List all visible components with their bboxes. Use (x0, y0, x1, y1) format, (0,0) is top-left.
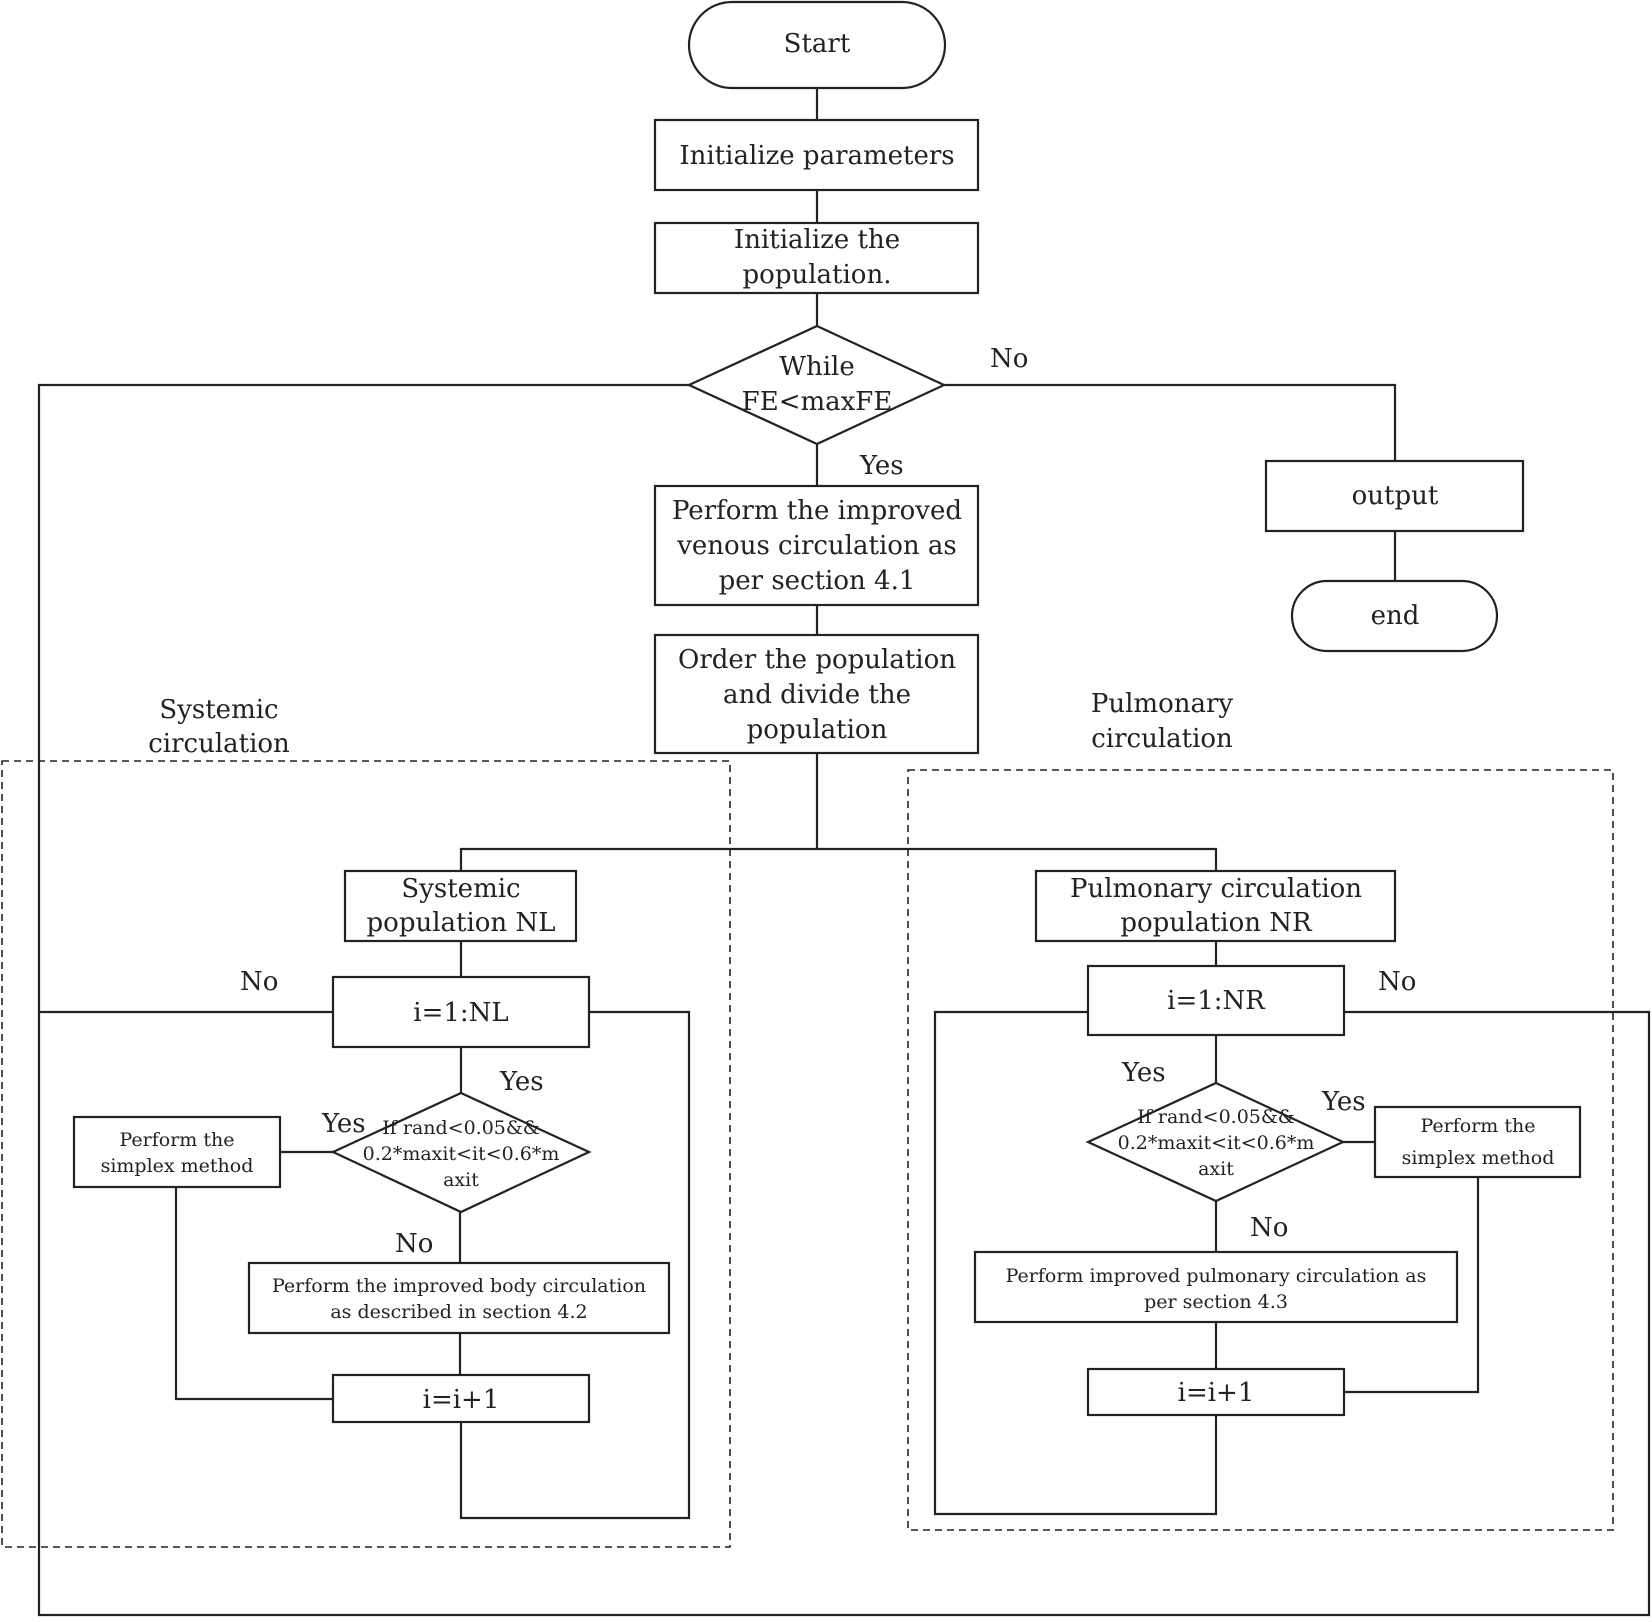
node-venous-line-2: venous circulation as (676, 531, 957, 561)
node-order-line-2: and divide the (723, 680, 911, 710)
label-sys-loop-yes: Yes (499, 1067, 544, 1097)
label-sys-cond-yes: Yes (321, 1109, 366, 1139)
node-end (1290, 579, 1499, 653)
group-systemic-line-1: Systemic (159, 695, 278, 725)
node-pul-pop-line-2: population NR (1120, 908, 1313, 938)
node-sys-simplex-line-2: simplex method (101, 1155, 254, 1177)
label-sys-cond-no: No (395, 1229, 433, 1259)
node-pul-loop (1086, 964, 1346, 1037)
label-pul-loop-no: No (1378, 967, 1416, 997)
node-start-label: Start (784, 29, 851, 59)
label-pul-cond-no: No (1250, 1213, 1288, 1243)
node-end-label: end (1371, 601, 1420, 631)
node-labels: Start Initialize parameters Initialize t… (101, 29, 1555, 1415)
node-sys-incr (331, 1373, 591, 1424)
node-pul-simplex-line-2: simplex method (1402, 1147, 1555, 1169)
node-venous-line-1: Perform the improved (672, 496, 962, 526)
label-sys-loop-no: No (240, 967, 278, 997)
group-systemic-circulation (1, 760, 731, 1548)
node-pul-cond-line-3: axit (1198, 1158, 1234, 1180)
node-pul-incr-label: i=i+1 (1178, 1378, 1255, 1408)
node-sys-body-line-1: Perform the improved body circulation (272, 1275, 646, 1297)
group-pulmonary-line-1: Pulmonary (1091, 689, 1234, 719)
node-sys-loop-label: i=1:NL (413, 998, 508, 1028)
node-init-params-label: Initialize parameters (679, 141, 954, 171)
group-labels: Systemic circulation Pulmonary circulati… (148, 689, 1233, 759)
edge-syssimplex-incr (174, 1187, 333, 1401)
edge-split-branches (459, 847, 1218, 871)
node-venous-line-3: per section 4.1 (719, 566, 916, 596)
node-order (653, 633, 980, 755)
node-sys-pop-line-1: Systemic (401, 874, 520, 904)
node-init-pop-line-2: population. (743, 260, 892, 290)
edge-while-no-output (944, 383, 1397, 461)
node-start (687, 0, 947, 90)
edge-loopback-outer (37, 383, 1651, 1617)
node-init-pop-line-1: Initialize the (734, 225, 900, 255)
node-pul-body (973, 1250, 1459, 1324)
node-sys-incr-label: i=i+1 (423, 1385, 500, 1415)
group-systemic-line-2: circulation (148, 729, 290, 759)
label-while-no: No (990, 344, 1028, 374)
edge-labels: No Yes No Yes Yes No No Yes Yes No (240, 344, 1416, 1259)
node-pul-body-line-2: per section 4.3 (1144, 1291, 1288, 1313)
node-sys-simplex-line-1: Perform the (120, 1129, 235, 1151)
node-pul-cond (1085, 1081, 1346, 1203)
label-while-yes: Yes (859, 451, 904, 481)
node-order-line-1: Order the population (678, 645, 956, 675)
node-venous (653, 484, 980, 607)
label-pul-loop-yes: Yes (1121, 1058, 1166, 1088)
node-while-cond (686, 324, 947, 446)
node-while-line-2: FE<maxFE (742, 387, 893, 417)
node-pul-cond-line-2: 0.2*maxit<it<0.6*m (1118, 1132, 1315, 1154)
node-sys-cond-line-2: 0.2*maxit<it<0.6*m (363, 1143, 560, 1165)
node-pul-simplex-line-1: Perform the (1421, 1115, 1536, 1137)
node-sys-cond-line-1: If rand<0.05&& (382, 1117, 540, 1139)
group-pulmonary-line-2: circulation (1091, 724, 1233, 754)
node-order-line-3: population (747, 715, 888, 745)
node-sys-pop-line-2: population NL (367, 908, 556, 938)
node-pul-body-line-1: Perform improved pulmonary circulation a… (1006, 1265, 1427, 1287)
node-sys-cond-line-3: axit (443, 1169, 479, 1191)
node-output-label: output (1352, 481, 1439, 511)
node-output (1264, 459, 1525, 533)
edge-pulincr-loop (933, 1010, 1218, 1516)
node-sys-cond (330, 1091, 592, 1214)
node-sys-body (247, 1261, 671, 1335)
node-while-line-1: While (779, 352, 855, 382)
node-pul-pop (1034, 869, 1397, 943)
label-pul-cond-yes: Yes (1321, 1087, 1366, 1117)
connectors (37, 88, 1651, 1617)
node-init-params (653, 118, 980, 192)
node-init-pop (653, 221, 980, 295)
group-pulmonary-circulation (907, 769, 1614, 1531)
edge-sysincr-loop (459, 1010, 691, 1520)
node-pul-cond-line-1: If rand<0.05&& (1137, 1106, 1295, 1128)
node-pul-incr (1086, 1367, 1346, 1417)
node-sys-body-line-2: as described in section 4.2 (330, 1301, 587, 1323)
node-pul-pop-line-1: Pulmonary circulation (1070, 874, 1362, 904)
node-pul-simplex (1373, 1105, 1582, 1179)
node-pul-loop-label: i=1:NR (1167, 986, 1266, 1016)
node-sys-pop (343, 869, 578, 943)
edge-pulsimplex-incr (1343, 1177, 1480, 1394)
node-sys-simplex (72, 1115, 282, 1189)
node-shapes (72, 0, 1582, 1424)
node-sys-loop (331, 975, 591, 1049)
